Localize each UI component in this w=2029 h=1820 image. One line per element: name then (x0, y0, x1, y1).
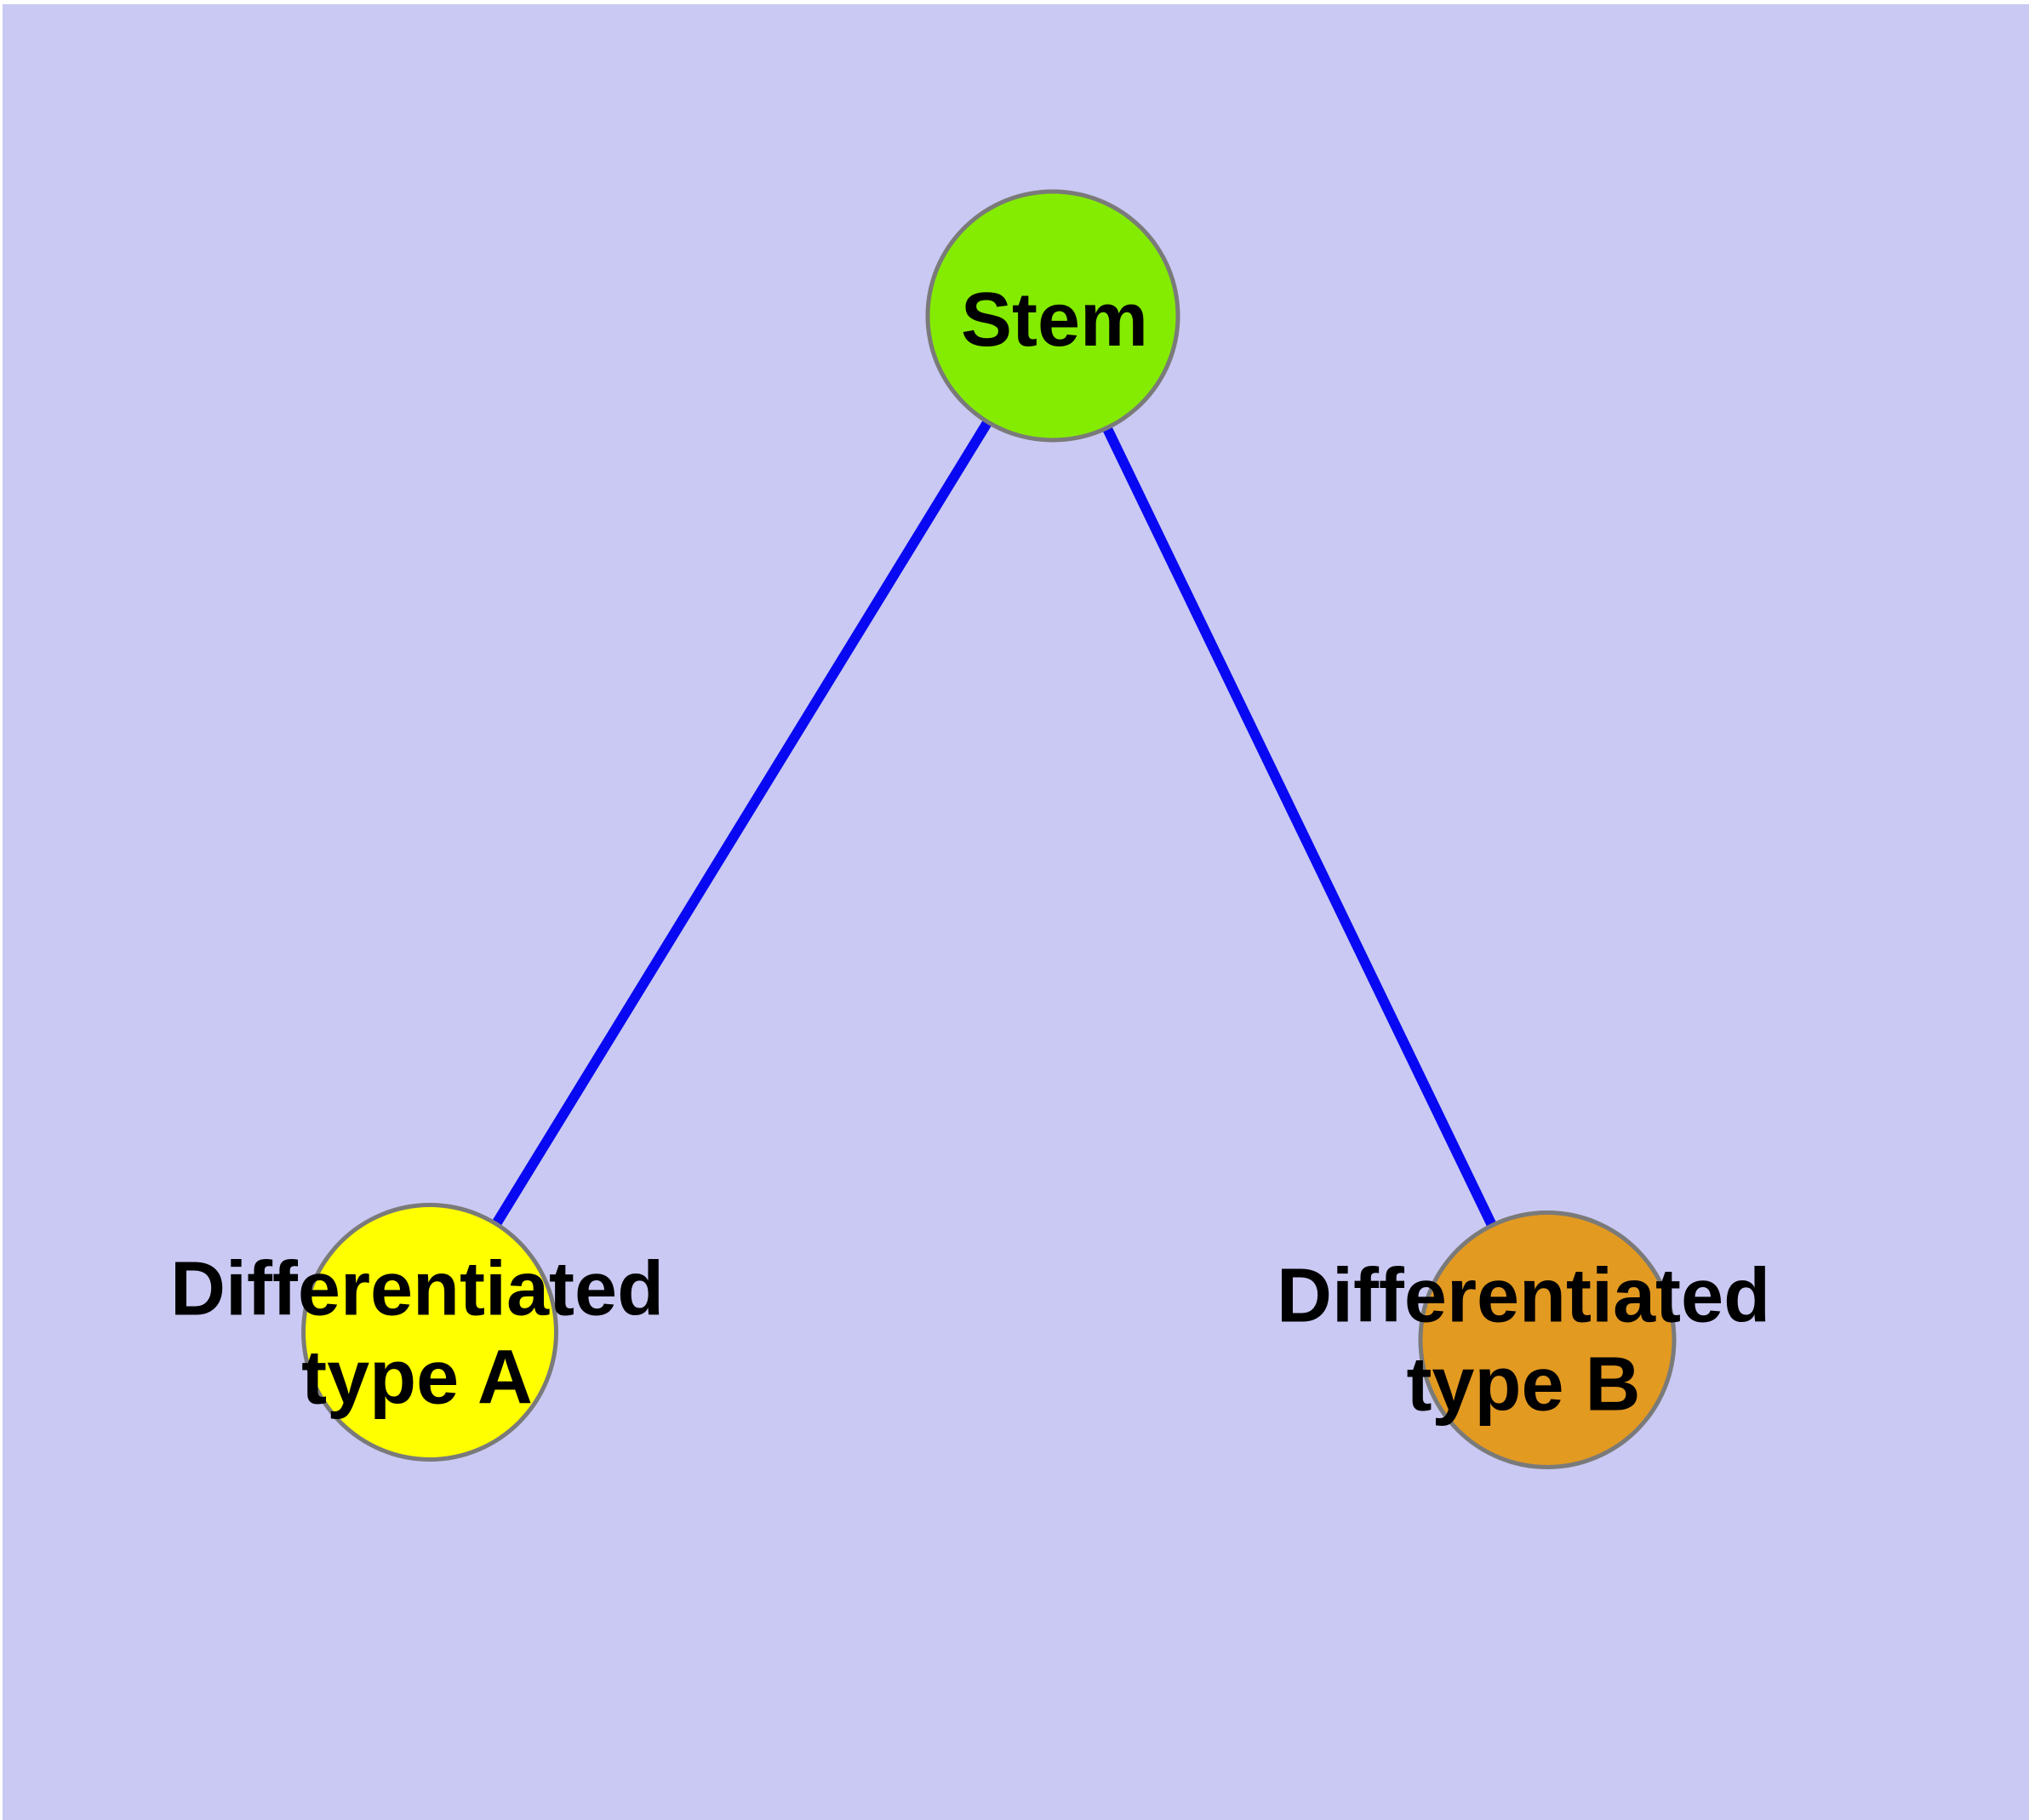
node-differentiated-type-b (1418, 1210, 1677, 1469)
diagram-canvas: Stem Differentiated type A Differentiate… (3, 4, 2029, 1820)
edge-stem-to-type-b (1048, 313, 1552, 1342)
edge-stem-to-type-a (425, 312, 1058, 1336)
node-stem (925, 189, 1180, 443)
node-differentiated-type-a (301, 1203, 558, 1462)
